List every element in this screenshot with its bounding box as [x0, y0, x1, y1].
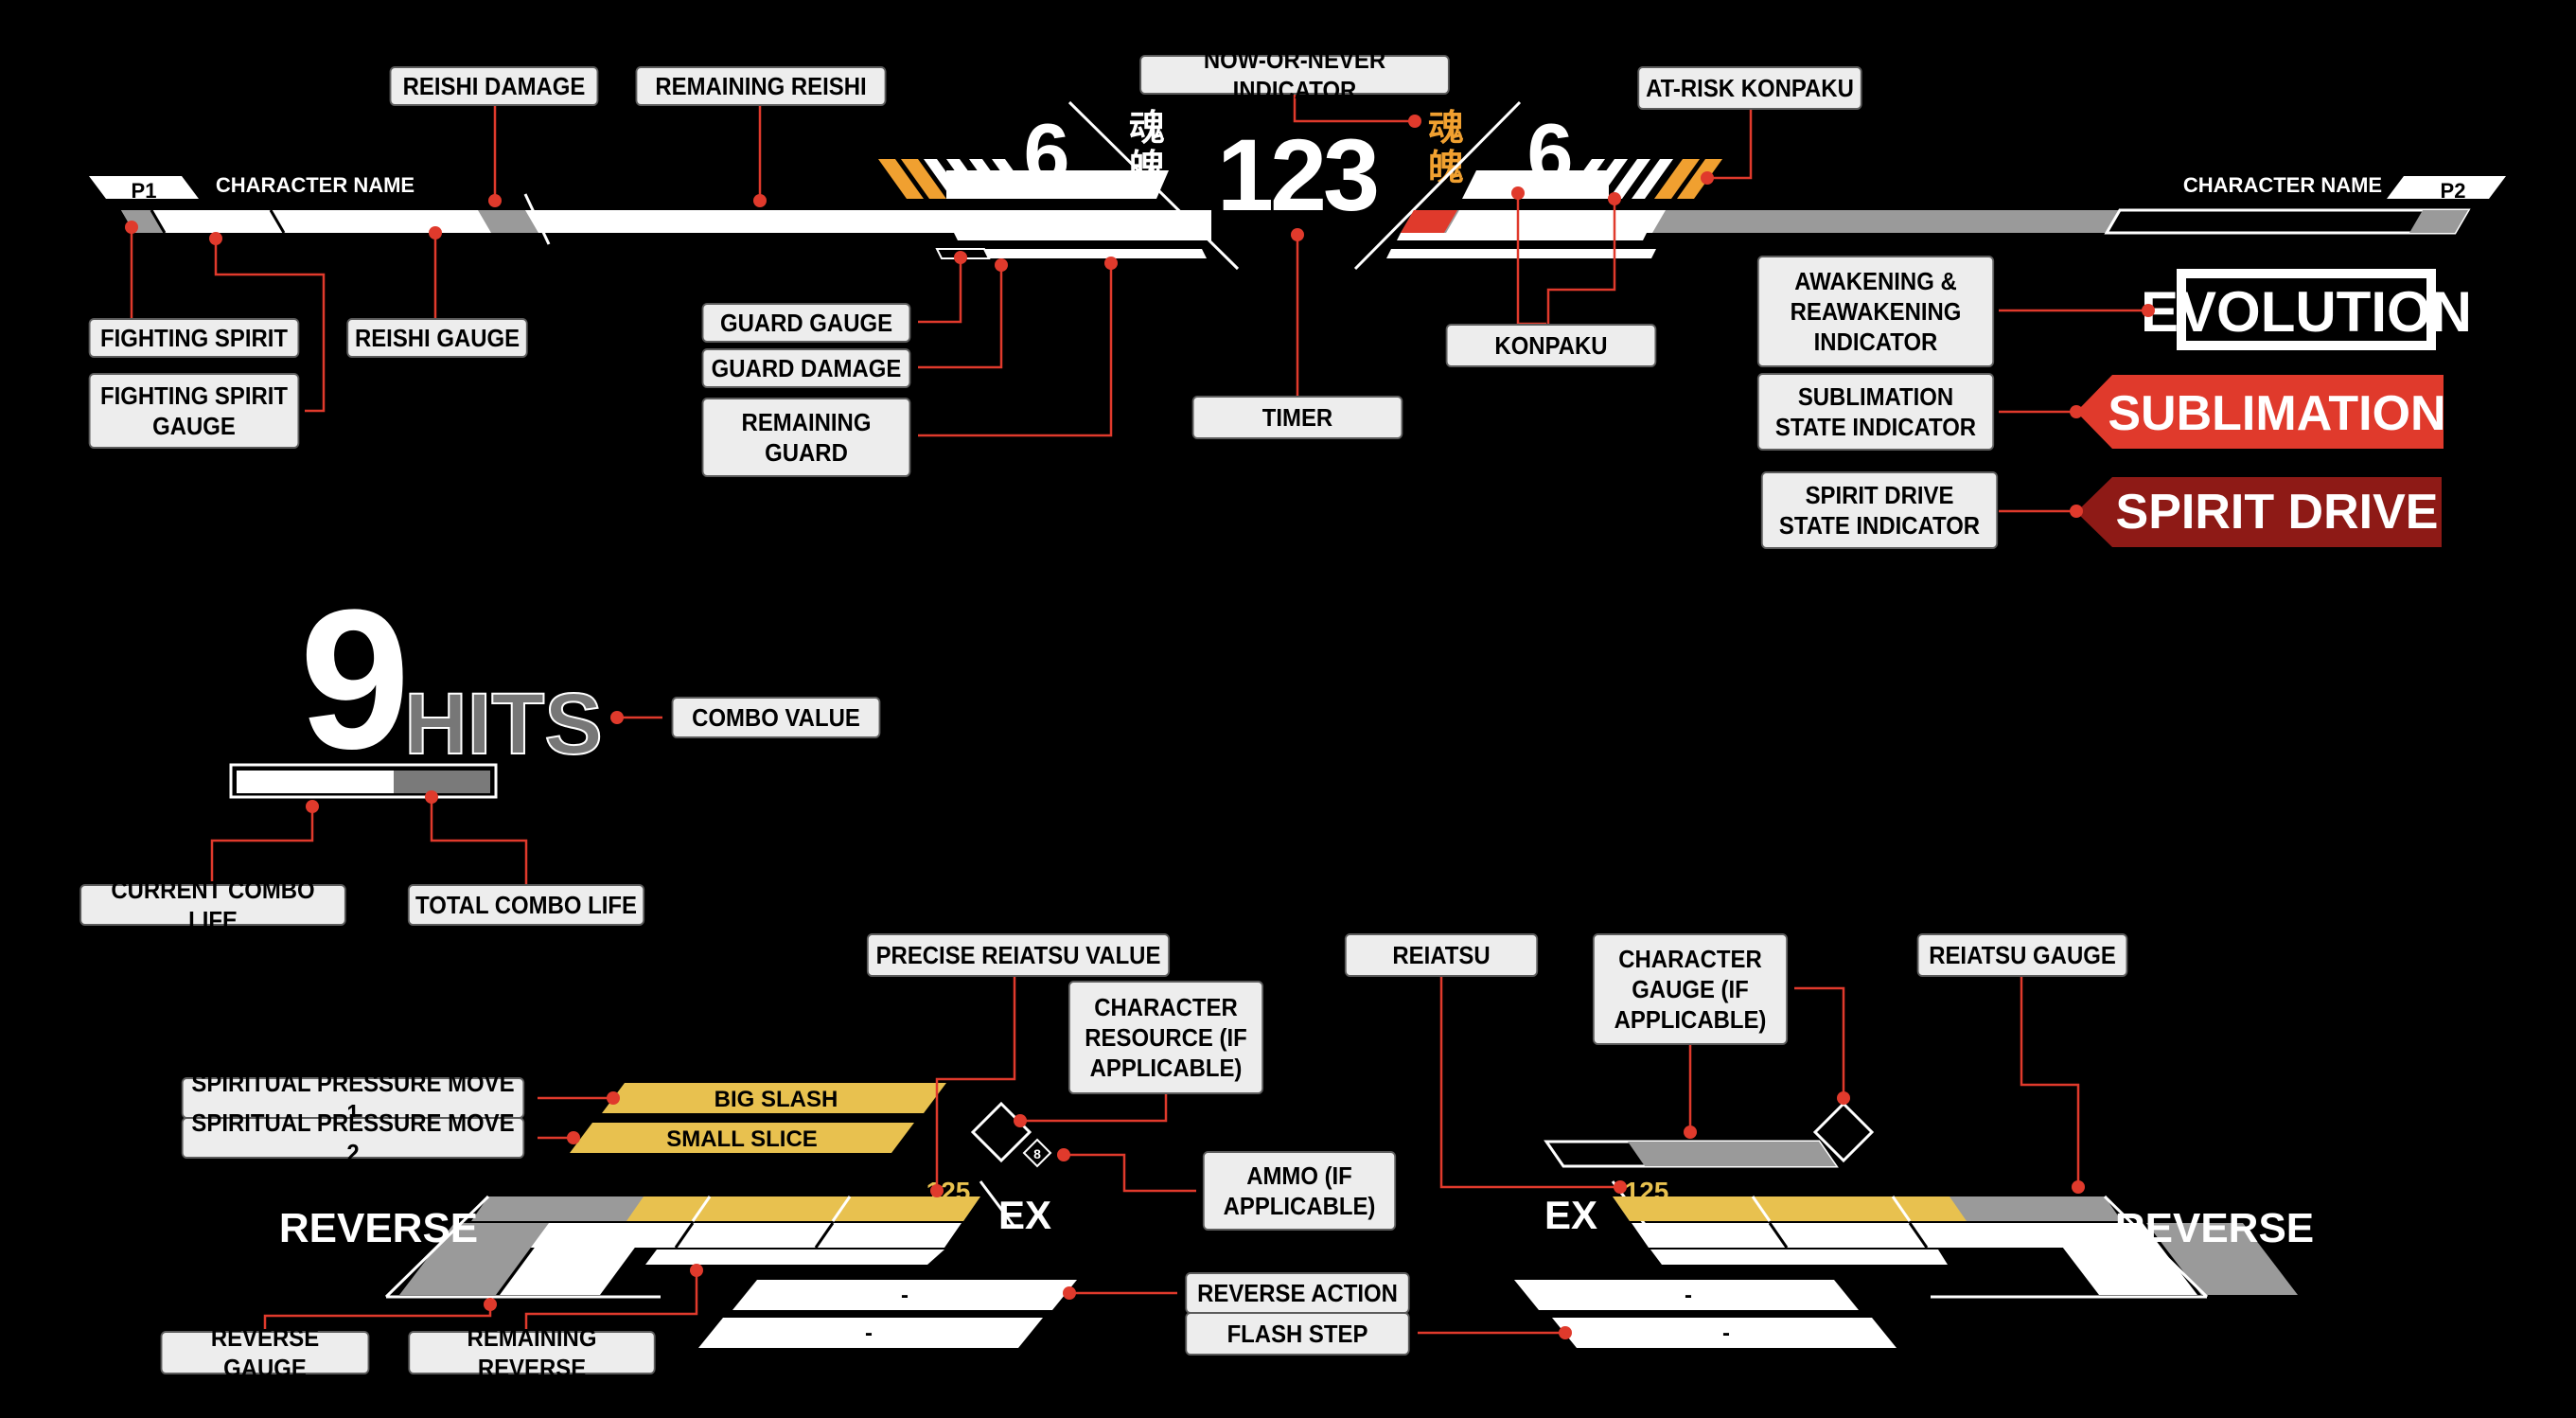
p2-reverse-label: REVERSE	[2115, 1205, 2314, 1251]
p1-reiatsu-gauge-bar	[626, 1196, 980, 1221]
p1-konpaku-count: 6	[1024, 106, 1070, 200]
timer: 123	[1217, 117, 1377, 232]
label-remaining-reverse: REMAINING REVERSE	[408, 1323, 656, 1382]
label-sublimation-state: SUBLIMATION STATE INDICATOR	[1756, 373, 1995, 451]
label-awakening-indicator: AWAKENING & REAWAKENING INDICATOR	[1756, 256, 1995, 367]
label-reverse-gauge: REVERSE GAUGE	[160, 1323, 370, 1382]
label-reiatsu: REIATSU	[1344, 933, 1539, 977]
move-1-label: BIG SLASH	[715, 1087, 838, 1112]
label-timer: TIMER	[1191, 396, 1403, 439]
sublimation-indicator: SUBLIMATION	[2076, 375, 2446, 449]
diamond-icon	[970, 1101, 1032, 1163]
p2-tag: P2	[2441, 179, 2466, 203]
label-guard-damage: GUARD DAMAGE	[701, 348, 911, 388]
p1-reverse-label: REVERSE	[279, 1205, 478, 1251]
label-fighting-spirit-gauge: FIGHTING SPIRIT GAUGE	[88, 373, 300, 449]
ammo-count: 8	[1033, 1146, 1041, 1161]
combo-hits-label: HITS	[404, 676, 603, 772]
p2-diamond-icon	[1812, 1101, 1875, 1163]
label-spirit-drive-state: SPIRIT DRIVE STATE INDICATOR	[1760, 471, 1999, 549]
p2-soul-kanji-2: 魄	[1428, 149, 1464, 188]
label-ammo: AMMO (IF APPLICABLE)	[1202, 1151, 1397, 1231]
current-combo-life-bar	[237, 771, 394, 793]
label-spiritual-pressure-move-1: SPIRITUAL PRESSURE MOVE 1	[181, 1069, 525, 1127]
label-character-gauge: CHARACTER GAUGE (IF APPLICABLE)	[1592, 933, 1789, 1045]
p2-soul-kanji-1: 魂	[1428, 109, 1464, 149]
p1-character-name: CHARACTER NAME	[216, 173, 415, 197]
callout-dots	[125, 115, 2155, 1339]
label-reishi-damage: REISHI DAMAGE	[389, 66, 599, 106]
p1-reverse-action-slot[interactable]	[732, 1280, 1077, 1310]
label-at-risk-konpaku: AT-RISK KONPAKU	[1637, 66, 1862, 110]
label-precise-reiatsu-value: PRECISE REIATSU VALUE	[866, 933, 1171, 977]
evolution-indicator: EVOLUTION	[2141, 269, 2472, 350]
p2-reiatsu-gauge-bar	[1613, 1196, 1967, 1221]
character-gauge-bar	[1628, 1142, 1836, 1166]
p2-tag-plate	[2387, 176, 2506, 199]
label-remaining-reishi: REMAINING REISHI	[635, 66, 887, 106]
move-2-slot	[570, 1123, 914, 1153]
svg-text:SPIRIT DRIVE: SPIRIT DRIVE	[2116, 485, 2439, 540]
p1-reiatsu-area: BIG SLASH SMALL SLICE 125 8 EX REVERSE -…	[279, 1083, 1077, 1348]
label-reverse-action: REVERSE ACTION	[1185, 1272, 1410, 1314]
combo-counter: 9 HITS	[229, 568, 604, 799]
p1-tag-plate	[89, 176, 199, 199]
label-spiritual-pressure-move-2: SPIRITUAL PRESSURE MOVE 2	[181, 1108, 525, 1167]
label-now-or-never: NOW-OR-NEVER INDICATOR	[1139, 45, 1450, 104]
svg-text:-: -	[1685, 1283, 1692, 1308]
svg-text:EVOLUTION: EVOLUTION	[2141, 280, 2472, 344]
label-guard-gauge: GUARD GAUGE	[701, 303, 911, 343]
reverse-gauge-bar	[399, 1223, 549, 1295]
p1-soul-kanji-1: 魂	[1129, 109, 1165, 149]
label-remaining-guard: REMAINING GUARD	[701, 398, 911, 477]
p1-flash-step-slot[interactable]	[698, 1318, 1043, 1348]
svg-text:-: -	[1722, 1321, 1730, 1346]
p2-reverse-action-slot[interactable]	[1514, 1280, 1859, 1310]
spirit-drive-indicator: SPIRIT DRIVE	[2076, 477, 2442, 547]
remaining-reverse-bar	[500, 1223, 653, 1295]
label-konpaku: KONPAKU	[1445, 324, 1657, 367]
move-1-slot	[602, 1083, 946, 1113]
p2-ex-label: EX	[1544, 1193, 1597, 1237]
label-combo-value: COMBO VALUE	[671, 697, 881, 738]
label-reishi-gauge: REISHI GAUGE	[346, 318, 528, 358]
label-fighting-spirit: FIGHTING SPIRIT	[88, 318, 300, 358]
combo-count: 9	[300, 568, 411, 790]
reishi-damage-bar	[478, 210, 538, 233]
label-current-combo-life: CURRENT COMBO LIFE	[79, 876, 346, 934]
guard-gauge-bar	[937, 249, 1207, 258]
label-reiatsu-gauge: REIATSU GAUGE	[1916, 933, 2128, 977]
label-character-resource: CHARACTER RESOURCE (IF APPLICABLE)	[1067, 981, 1264, 1094]
p1-lifebar: P1 CHARACTER NAME 6 魂 魄	[89, 100, 1240, 271]
callout-lines	[130, 95, 2148, 1335]
svg-text:-: -	[901, 1283, 909, 1308]
p2-reiatsu-area: 125 EX REVERSE - -	[1514, 1101, 2314, 1348]
p2-at-risk-bar	[1401, 210, 1457, 233]
reishi-gauge-bar	[121, 210, 1211, 233]
p1-tag: P1	[132, 179, 157, 203]
label-total-combo-life: TOTAL COMBO LIFE	[407, 884, 645, 926]
p2-lifebar: 魂 魄 6 P2 CHARACTER NAME	[1353, 100, 2506, 271]
p2-character-name: CHARACTER NAME	[2183, 173, 2382, 197]
svg-text:-: -	[865, 1321, 873, 1346]
total-combo-life-bar	[394, 771, 490, 793]
p2-flash-step-slot[interactable]	[1552, 1318, 1897, 1348]
p1-soul-kanji-2: 魄	[1129, 149, 1165, 188]
label-flash-step: FLASH STEP	[1185, 1312, 1410, 1356]
svg-text:SUBLIMATION: SUBLIMATION	[2108, 386, 2445, 441]
move-2-label: SMALL SLICE	[666, 1126, 818, 1152]
